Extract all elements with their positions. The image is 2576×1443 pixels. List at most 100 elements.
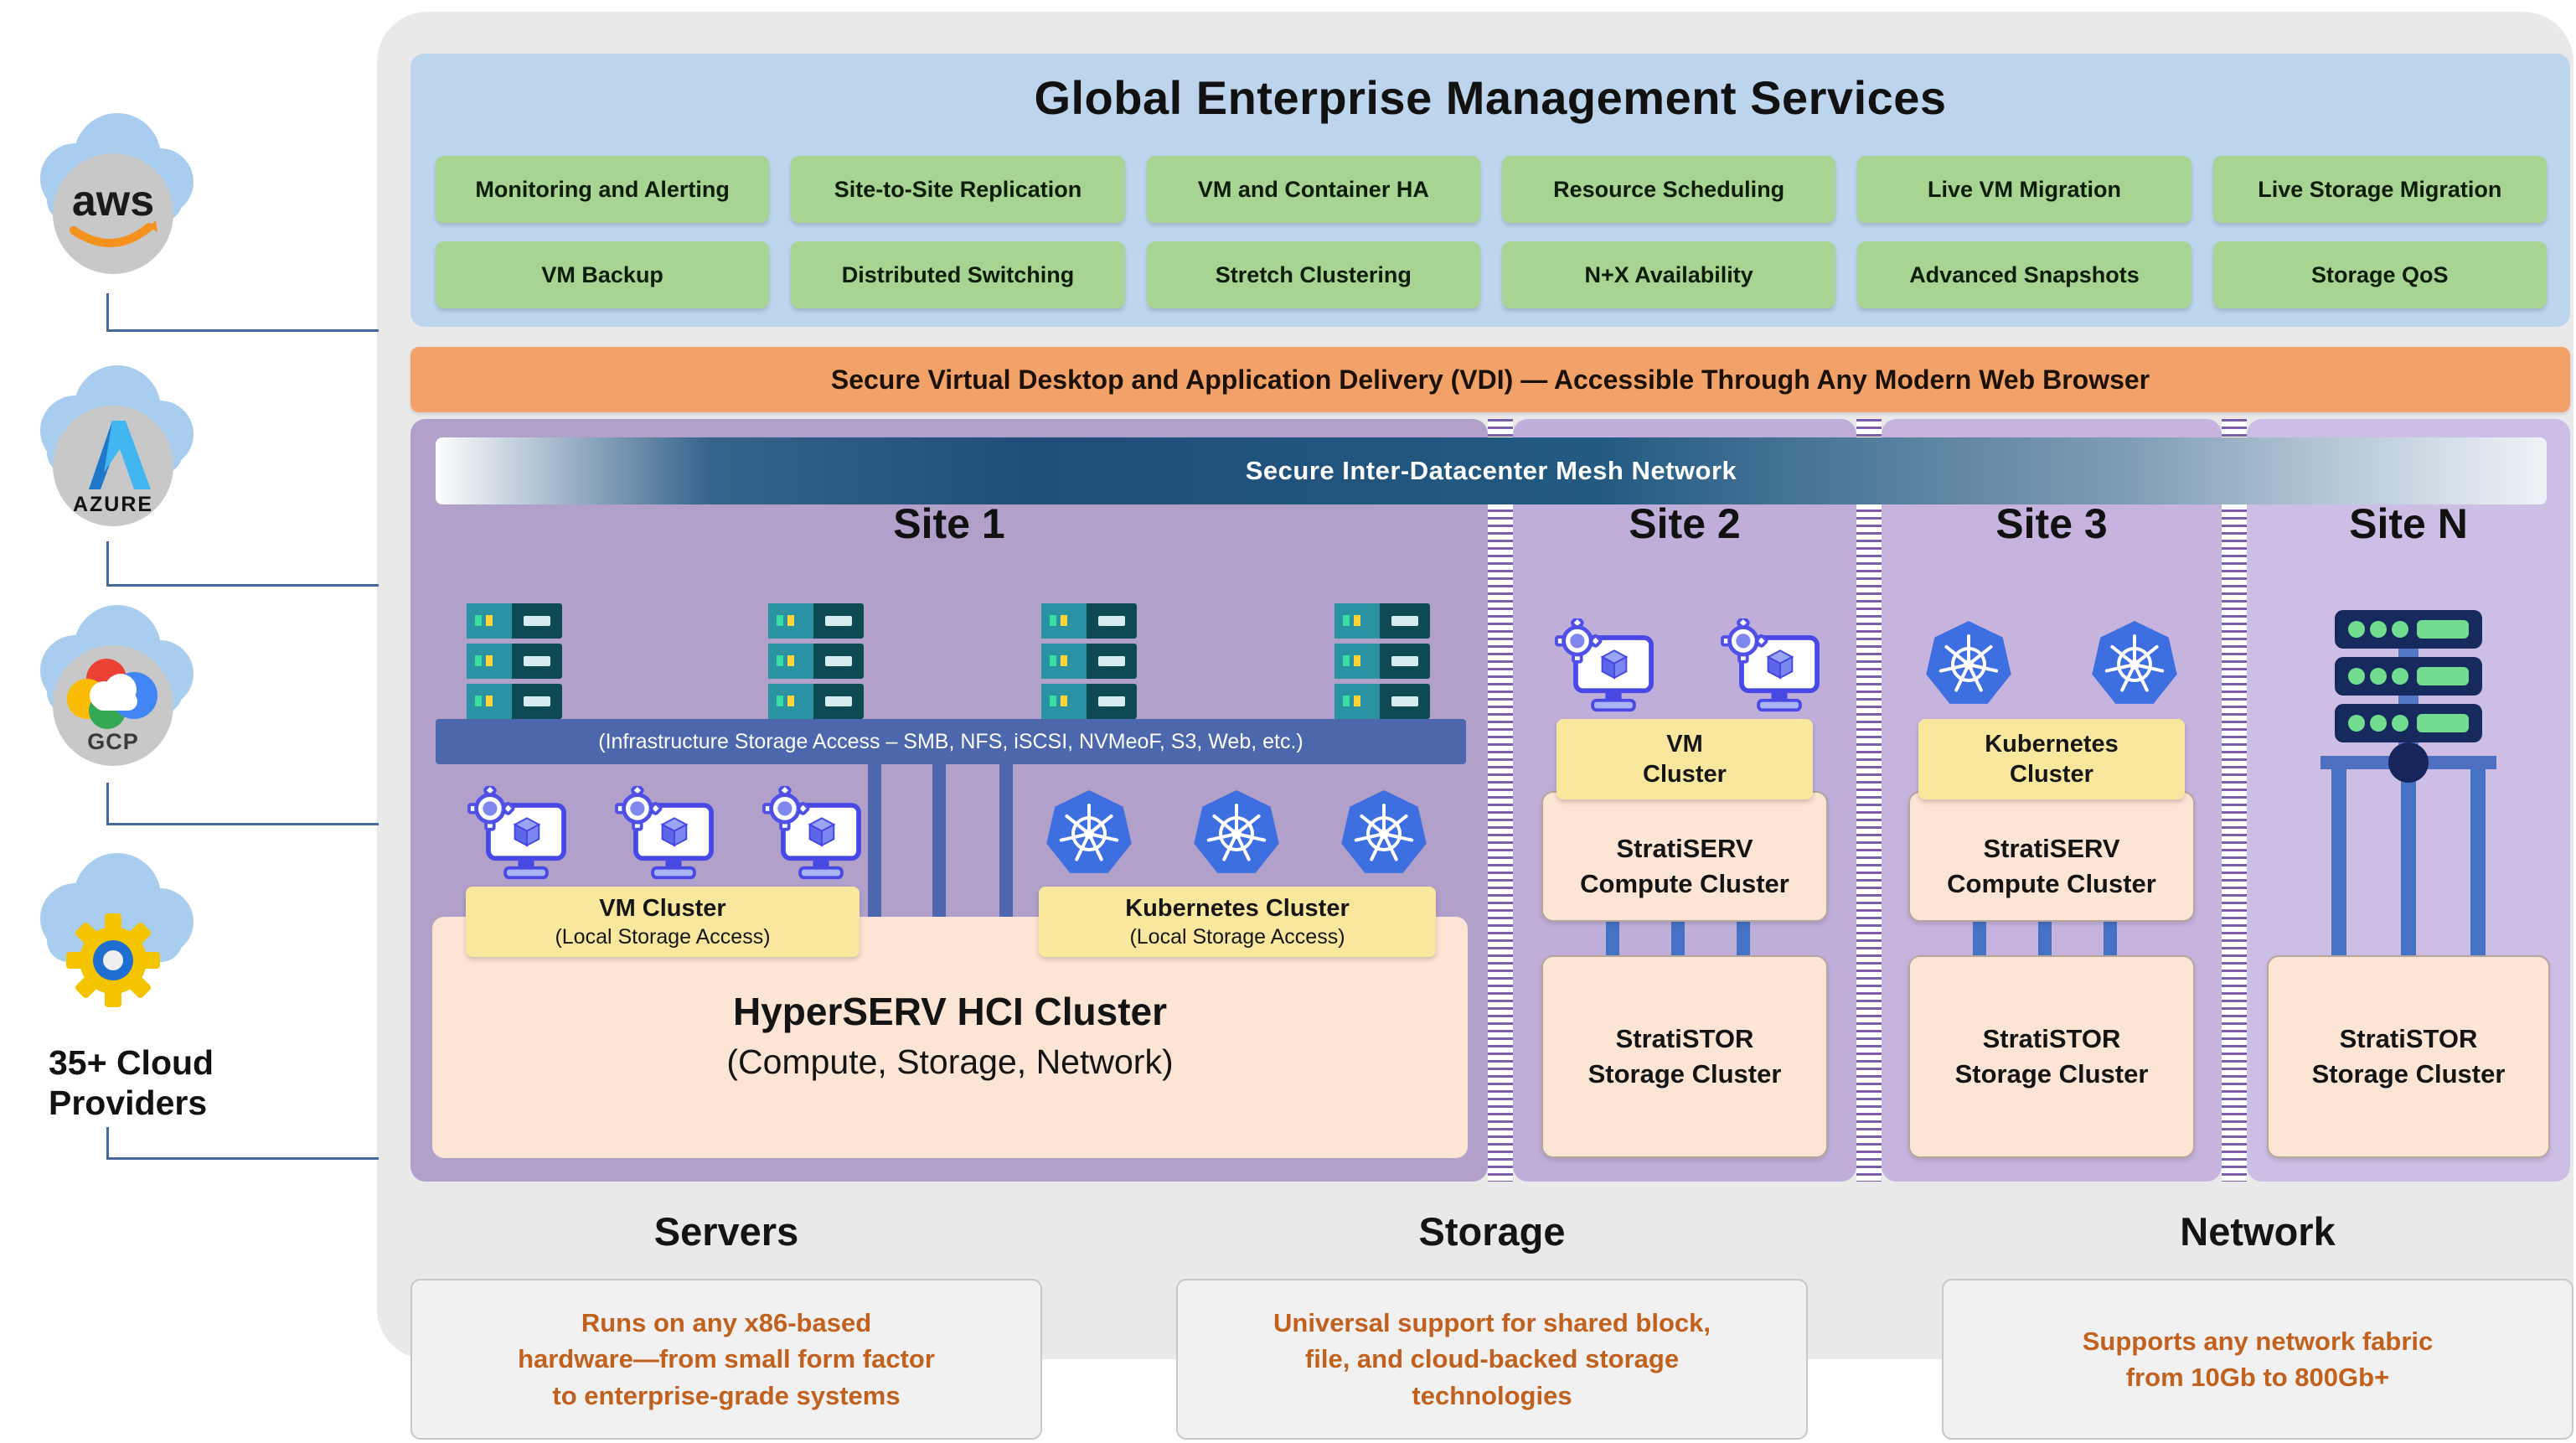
storage-cluster-line2: Storage Cluster <box>1587 1059 1782 1089</box>
svg-text:GCP: GCP <box>87 729 139 754</box>
compute-cluster-line1: StratiSERV <box>1616 834 1753 864</box>
service-nx-availability: N+X Availability <box>1501 241 1836 308</box>
storage-cluster-line1: StratiSTOR <box>2339 1024 2478 1054</box>
compute-cluster-line2: Compute Cluster <box>1580 869 1789 899</box>
connector-stub <box>1737 922 1750 955</box>
site-3-title: Site 3 <box>1995 500 2108 547</box>
servers-info-box: Runs on any x86-based hardware—from smal… <box>410 1279 1042 1440</box>
services-row-2: VM Backup Distributed Switching Stretch … <box>436 241 2547 308</box>
site-2-title: Site 2 <box>1629 500 1741 547</box>
service-stretch-clustering: Stretch Clustering <box>1146 241 1480 308</box>
storage-cluster-line2: Storage Cluster <box>2311 1059 2506 1089</box>
service-live-storage-migration: Live Storage Migration <box>2212 156 2547 223</box>
connector-stub <box>2038 922 2052 955</box>
kubernetes-icon <box>1926 621 2011 704</box>
kubernetes-cluster-subtitle: (Local Storage Access) <box>1129 924 1345 949</box>
storage-info-line2: file, and cloud-backed storage <box>1304 1344 1680 1374</box>
site-separator-2 <box>1856 419 1882 1182</box>
servers-heading: Servers <box>653 1209 799 1254</box>
cloud-providers-label: 35+ Cloud Providers <box>49 1042 300 1124</box>
connector-elbow-gcp <box>106 783 379 825</box>
connector-stub <box>1973 922 1986 955</box>
storage-info-line1: Universal support for shared block, <box>1273 1307 1711 1337</box>
server-stack-icon <box>768 603 864 719</box>
azure-cloud-icon: AZURE <box>40 365 194 526</box>
site-1-title: Site 1 <box>893 500 1005 547</box>
infrastructure-storage-access-bar: (Infrastructure Storage Access – SMB, NF… <box>436 719 1466 764</box>
storage-info-box: Universal support for shared block, file… <box>1176 1279 1808 1440</box>
svg-text:aws: aws <box>72 177 154 225</box>
vm-workstation-icon <box>762 786 861 880</box>
storage-cluster-line1: StratiSTOR <box>1615 1024 1754 1054</box>
server-stack-icon <box>467 603 562 719</box>
network-info-line2: from 10Gb to 800Gb+ <box>2125 1363 2390 1392</box>
kubernetes-icon <box>2092 621 2177 704</box>
page-title: Global Enterprise Management Services <box>1034 71 1947 124</box>
service-vm-container-ha: VM and Container HA <box>1146 156 1480 223</box>
stratistor-storage-cluster-box: StratiSTOR Storage Cluster <box>2267 955 2550 1158</box>
cluster-box-line1: Kubernetes <box>1985 730 2119 758</box>
kubernetes-icon <box>1194 790 1279 873</box>
cluster-box-line1: VM <box>1666 730 1703 758</box>
stratiserv-compute-cluster-box: StratiSERV Compute Cluster <box>1541 791 1828 922</box>
service-resource-scheduling: Resource Scheduling <box>1501 156 1836 223</box>
service-site-replication: Site-to-Site Replication <box>791 156 1125 223</box>
connector-node <box>2388 742 2429 783</box>
vm-cluster-label-box: VM Cluster <box>1556 719 1813 799</box>
vm-workstation-icon <box>1555 618 1654 712</box>
site-n-title: Site N <box>2349 500 2468 547</box>
vm-cluster-subtitle: (Local Storage Access) <box>555 924 771 949</box>
site-1-panel: Site 1 (Infrastructure Storage Access – … <box>410 419 1488 1182</box>
network-info-box: Supports any network fabric from 10Gb to… <box>1942 1279 2573 1440</box>
storage-cluster-line1: StratiSTOR <box>1982 1024 2121 1054</box>
compute-cluster-line2: Compute Cluster <box>1947 869 2156 899</box>
network-info-line1: Supports any network fabric <box>2082 1326 2434 1356</box>
site-2-panel: Site 2 <box>1513 419 1856 1182</box>
cluster-box-line2: Cluster <box>2010 761 2093 788</box>
server-stack-icon <box>1334 603 1430 719</box>
storage-cluster-line2: Storage Cluster <box>1954 1059 2149 1089</box>
vm-cluster-title: VM Cluster <box>599 895 726 923</box>
site-separator-3 <box>2222 419 2247 1182</box>
cloud-providers-line2: Providers <box>49 1084 208 1123</box>
site-separator-1 <box>1488 419 1513 1182</box>
datacenter-rack-icon <box>2335 610 2482 746</box>
mesh-network-banner: Secure Inter-Datacenter Mesh Network <box>436 437 2547 504</box>
cluster-box-line2: Cluster <box>1643 761 1727 788</box>
network-heading: Network <box>2180 1209 2336 1254</box>
kubernetes-cluster-title: Kubernetes Cluster <box>1125 895 1350 923</box>
service-storage-qos: Storage QoS <box>2212 241 2547 308</box>
connector-line <box>868 764 881 917</box>
cloud-gear-icon <box>40 853 194 1007</box>
servers-info-line3: to enterprise-grade systems <box>552 1380 901 1410</box>
server-stack-icon <box>1041 603 1137 719</box>
connector-line <box>932 764 946 917</box>
vm-cluster-label-box: VM Cluster (Local Storage Access) <box>466 887 860 957</box>
kubernetes-cluster-label-box: Kubernetes Cluster (Local Storage Access… <box>1039 887 1436 957</box>
connector-stub <box>1671 922 1685 955</box>
storage-heading: Storage <box>1418 1209 1566 1254</box>
servers-info-line1: Runs on any x86-based <box>581 1307 872 1337</box>
services-row-1: Monitoring and Alerting Site-to-Site Rep… <box>436 156 2547 223</box>
kubernetes-cluster-label-box: Kubernetes Cluster <box>1918 719 2185 799</box>
vm-workstation-icon <box>467 786 566 880</box>
connector-leg <box>2470 769 2486 955</box>
stratistor-storage-cluster-box: StratiSTOR Storage Cluster <box>1908 955 2195 1158</box>
service-monitoring-alerting: Monitoring and Alerting <box>436 156 770 223</box>
site-3-panel: Site 3 Kubernetes Cluster StratiSERV <box>1882 419 2222 1182</box>
servers-info-line2: hardware—from small form factor <box>518 1344 935 1374</box>
aws-cloud-icon: aws <box>40 113 194 274</box>
kubernetes-icon <box>1341 790 1427 873</box>
vm-workstation-icon <box>615 786 714 880</box>
connector-leg <box>2331 769 2346 955</box>
hyperserv-hci-cluster-box: HyperSERV HCI Cluster (Compute, Storage,… <box>432 917 1468 1158</box>
cloud-providers-line1: 35+ Cloud <box>49 1043 214 1082</box>
site-n-panel: Site N StratiSTOR Storage Cluster <box>2247 419 2570 1182</box>
connector-elbow-azure <box>106 541 379 587</box>
connector-stub <box>1606 922 1619 955</box>
global-services-header <box>410 54 2570 327</box>
connector-stub <box>2104 922 2117 955</box>
gcp-cloud-icon: GCP <box>40 605 194 766</box>
stratiserv-compute-cluster-box: StratiSERV Compute Cluster <box>1908 791 2195 922</box>
